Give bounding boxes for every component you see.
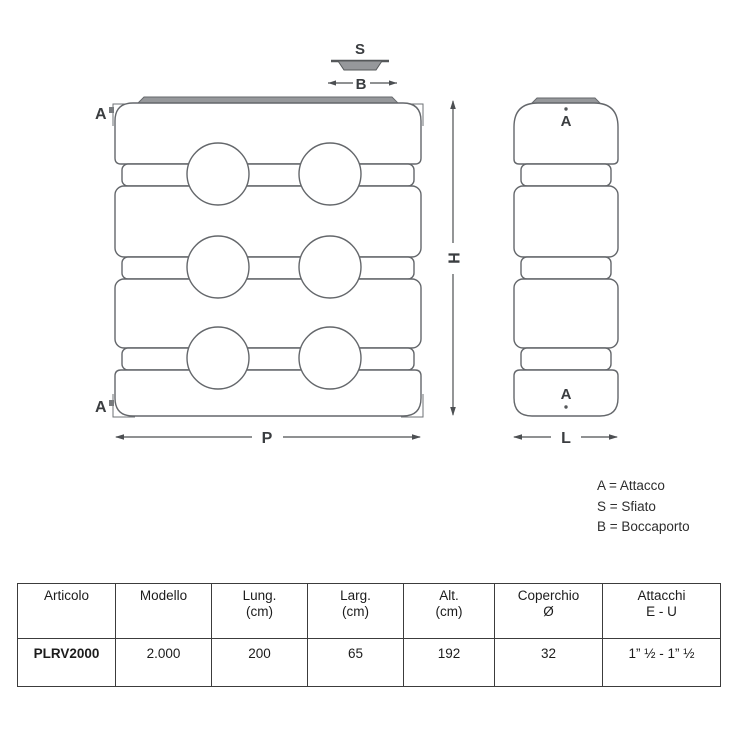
table-data-row: PLRV2000 2.000 200 65 192 32 1” ½ - 1” ½ <box>17 638 721 687</box>
legend-line-attacco: A = Attacco <box>597 478 665 493</box>
rib-knob <box>298 235 362 299</box>
legend: A = Attacco S = Sfiato B = Boccaporto <box>597 476 690 538</box>
col-sublabel: E - U <box>646 604 677 619</box>
label-s: S <box>355 41 365 58</box>
cell-larghezza: 65 <box>307 638 404 687</box>
rib-knob <box>298 326 362 390</box>
dimension-l <box>513 434 618 440</box>
col-label: Lung. <box>242 588 277 603</box>
col-label: Modello <box>139 588 188 603</box>
label-l: L <box>561 430 571 447</box>
vent-cap <box>331 59 389 71</box>
cell-attacchi: 1” ½ - 1” ½ <box>602 638 721 687</box>
cell-coperchio: 32 <box>494 638 603 687</box>
col-sublabel: (cm) <box>246 604 273 619</box>
tank-technical-drawing: S B A A H P L A A <box>95 41 619 447</box>
dimension-h <box>450 100 456 416</box>
col-label: Larg. <box>340 588 371 603</box>
legend-line-boccaporto: B = Boccaporto <box>597 519 690 534</box>
cell-articolo: PLRV2000 <box>17 638 116 687</box>
col-label: Attacchi <box>637 588 686 603</box>
label-a-side-bottom: A <box>561 386 572 403</box>
dimension-p <box>115 434 421 440</box>
col-label: Coperchio <box>517 588 580 603</box>
label-b: B <box>356 76 367 93</box>
legend-line-sfiato: S = Sfiato <box>597 498 656 514</box>
label-a-front-top: A <box>95 106 107 123</box>
col-sublabel: (cm) <box>342 604 369 619</box>
front-lid-strip <box>136 96 400 104</box>
cell-altezza: 192 <box>403 638 495 687</box>
col-larghezza: Larg.(cm) <box>307 583 404 639</box>
dimension-b <box>328 80 397 86</box>
col-sublabel: Ø <box>543 604 554 619</box>
rib-knob <box>186 142 250 206</box>
cell-lunghezza: 200 <box>211 638 308 687</box>
side-lid-strip <box>530 97 602 104</box>
table-header-row: Articolo Modello Lung.(cm) Larg.(cm) Alt… <box>17 583 721 639</box>
rib-knob <box>186 235 250 299</box>
cell-modello: 2.000 <box>115 638 212 687</box>
col-altezza: Alt.(cm) <box>403 583 495 639</box>
attacco-dot-top <box>564 107 568 111</box>
label-a-side-top: A <box>561 113 572 130</box>
col-articolo: Articolo <box>17 583 116 639</box>
col-sublabel: (cm) <box>435 604 463 619</box>
attacco-dot-bottom <box>564 405 568 409</box>
side-view-body <box>513 102 619 417</box>
label-a-front-bottom: A <box>95 399 107 416</box>
col-lunghezza: Lung.(cm) <box>211 583 308 639</box>
col-label: Alt. <box>439 588 459 603</box>
label-h: H <box>445 252 462 264</box>
rib-knob <box>186 326 250 390</box>
label-p: P <box>262 430 273 447</box>
col-modello: Modello <box>115 583 212 639</box>
front-view-body <box>114 102 422 417</box>
attacco-marker-top <box>109 107 114 113</box>
col-label: Articolo <box>43 588 89 603</box>
attacco-marker-bottom <box>109 400 114 406</box>
rib-knob <box>298 142 362 206</box>
spec-table: Articolo Modello Lung.(cm) Larg.(cm) Alt… <box>17 583 721 687</box>
